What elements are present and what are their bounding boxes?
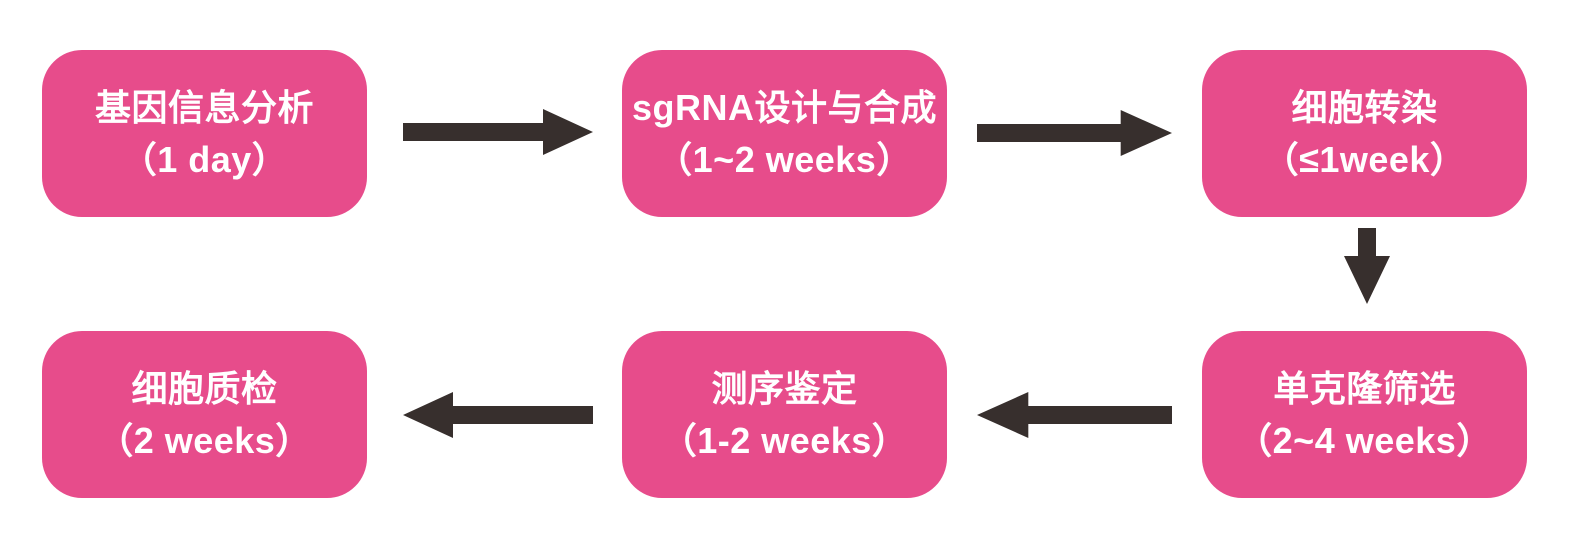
step-title: sgRNA设计与合成: [631, 86, 937, 128]
arrow-right-icon: [403, 109, 593, 155]
step-duration: （2~4 weeks）: [1236, 419, 1493, 461]
step-title: 测序鉴定: [711, 367, 858, 409]
step-title: 单克隆筛选: [1273, 367, 1456, 409]
step-duration: （1 day）: [120, 138, 289, 180]
flow-step-cell-transfection: 细胞转染 （≤1week）: [1202, 50, 1527, 217]
step-duration: （≤1week）: [1262, 138, 1467, 180]
arrow-left-icon: [403, 392, 593, 438]
flow-step-sequencing-identification: 测序鉴定 （1-2 weeks）: [622, 331, 947, 498]
step-title: 细胞转染: [1291, 86, 1438, 128]
step-duration: （2 weeks）: [97, 419, 312, 461]
flow-step-sgrna-design-synthesis: sgRNA设计与合成 （1~2 weeks）: [622, 50, 947, 217]
flow-step-gene-info-analysis: 基因信息分析 （1 day）: [42, 50, 367, 217]
arrow-left-icon: [977, 392, 1172, 438]
arrow-right-icon: [977, 110, 1172, 156]
flow-step-cell-quality-check: 细胞质检 （2 weeks）: [42, 331, 367, 498]
arrow-down-icon: [1344, 228, 1390, 304]
step-title: 细胞质检: [131, 367, 278, 409]
flow-step-monoclonal-screening: 单克隆筛选 （2~4 weeks）: [1202, 331, 1527, 498]
step-duration: （1~2 weeks）: [656, 138, 913, 180]
step-title: 基因信息分析: [94, 86, 314, 128]
step-duration: （1-2 weeks）: [660, 419, 909, 461]
